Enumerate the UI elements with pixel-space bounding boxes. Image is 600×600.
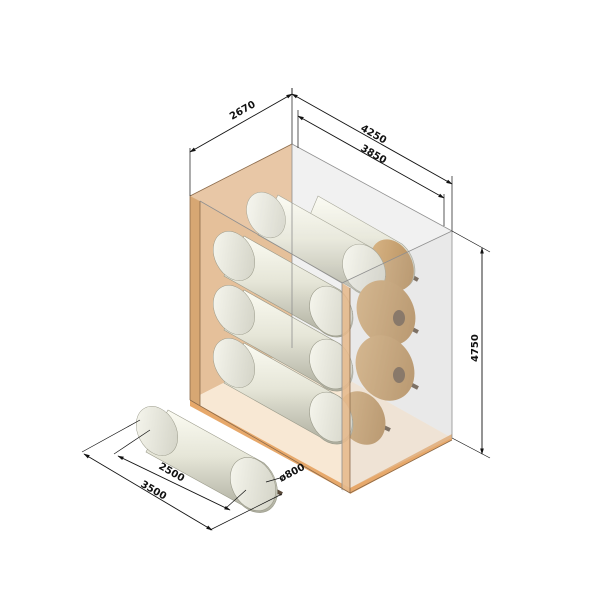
- dim-height-label: 4750: [470, 334, 481, 362]
- roll-row3-back: [355, 335, 419, 401]
- dim-inner-length-label: 3850: [359, 143, 389, 166]
- frame-front-right-post: [342, 283, 350, 493]
- roll-top-front: [246, 191, 386, 296]
- dim-roll-diameter-label: ø800: [277, 462, 307, 485]
- frame-front-left-post: [190, 196, 200, 406]
- frame-top-panel: [190, 144, 452, 283]
- frame-front-right-panel: [342, 231, 452, 492]
- frame-floor-right-lip: [350, 434, 452, 494]
- dim-roll-total-label: 3500: [139, 479, 169, 502]
- roll-row2-back: [356, 280, 419, 346]
- dim-depth-label: 2670: [228, 99, 258, 122]
- dim-height: 4750: [451, 230, 491, 459]
